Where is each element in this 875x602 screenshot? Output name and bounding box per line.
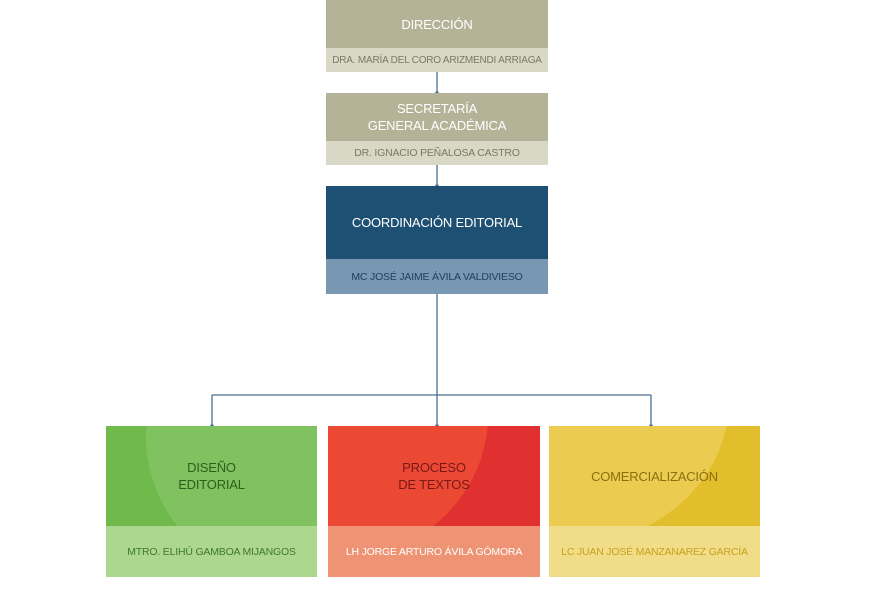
node-secretaria-title-band: SECRETARÍA GENERAL ACADÉMICA [326, 93, 548, 141]
node-diseno: DISEÑO EDITORIAL MTRO. ELIHÚ GAMBOA MIJA… [106, 426, 317, 577]
node-direccion-person: DRA. MARÍA DEL CORO ARIZMENDI ARRIAGA [332, 54, 542, 66]
node-diseno-person-band: MTRO. ELIHÚ GAMBOA MIJANGOS [106, 526, 317, 577]
node-proceso-person: LH JORGE ARTURO ÁVILA GÓMORA [345, 545, 523, 558]
node-diseno-title-band: DISEÑO EDITORIAL [106, 426, 317, 577]
node-coordinacion: COORDINACIÓN EDITORIAL MC JOSÉ JAIME ÁVI… [326, 186, 548, 294]
node-comercializacion-title-band: COMERCIALIZACIÓN [549, 426, 760, 546]
node-comercializacion-person: LC JUAN JOSÉ MANZANAREZ GARCÍA [561, 545, 748, 558]
node-proceso: PROCESO DE TEXTOS LH JORGE ARTURO ÁVILA … [328, 426, 540, 577]
node-proceso-person-band: LH JORGE ARTURO ÁVILA GÓMORA [328, 526, 540, 577]
node-direccion-title: DIRECCIÓN [401, 16, 473, 32]
node-coordinacion-person-band: MC JOSÉ JAIME ÁVILA VALDIVIESO [326, 259, 548, 294]
node-secretaria-title: SECRETARÍA GENERAL ACADÉMICA [367, 101, 507, 133]
node-comercializacion-person-band: LC JUAN JOSÉ MANZANAREZ GARCÍA [549, 526, 760, 577]
node-proceso-title-band: PROCESO DE TEXTOS [328, 426, 540, 566]
node-comercializacion: COMERCIALIZACIÓN LC JUAN JOSÉ MANZANAREZ… [549, 426, 760, 577]
node-proceso-title: PROCESO DE TEXTOS [398, 460, 470, 492]
node-secretaria: SECRETARÍA GENERAL ACADÉMICA DR. IGNACIO… [326, 93, 548, 165]
node-direccion: DIRECCIÓN DRA. MARÍA DEL CORO ARIZMENDI … [326, 0, 548, 72]
node-comercializacion-title: COMERCIALIZACIÓN [591, 468, 718, 484]
node-diseno-title: DISEÑO EDITORIAL [178, 460, 245, 492]
node-coordinacion-title: COORDINACIÓN EDITORIAL [351, 215, 523, 230]
node-direccion-title-band: DIRECCIÓN [326, 0, 548, 48]
node-secretaria-person: DR. IGNACIO PEÑALOSA CASTRO [354, 147, 520, 159]
node-direccion-person-band: DRA. MARÍA DEL CORO ARIZMENDI ARRIAGA [326, 48, 548, 72]
node-diseno-person: MTRO. ELIHÚ GAMBOA MIJANGOS [127, 545, 296, 558]
node-secretaria-person-band: DR. IGNACIO PEÑALOSA CASTRO [326, 141, 548, 165]
node-coordinacion-person: MC JOSÉ JAIME ÁVILA VALDIVIESO [351, 270, 523, 283]
node-coordinacion-title-band: COORDINACIÓN EDITORIAL [326, 186, 548, 259]
